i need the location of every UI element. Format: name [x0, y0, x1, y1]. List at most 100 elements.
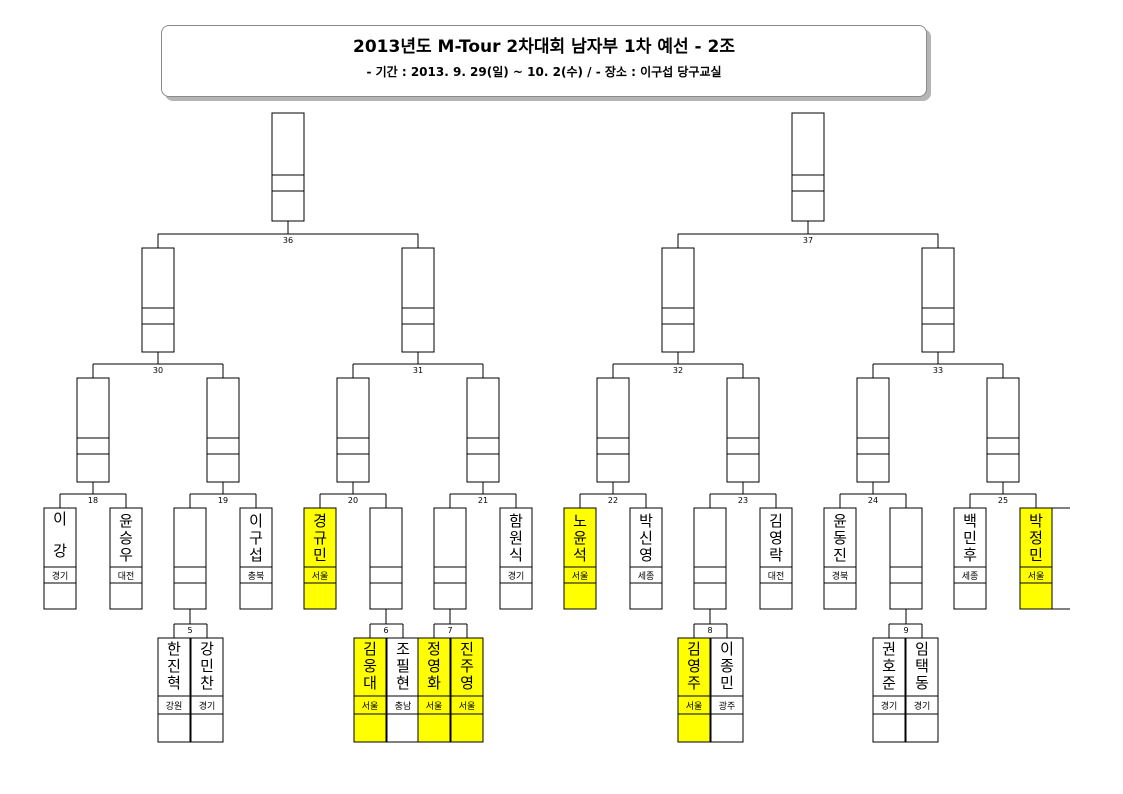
player-box — [433, 507, 467, 610]
player-region: 경기 — [199, 700, 216, 712]
player-region: 세종 — [962, 571, 979, 582]
player-box — [239, 507, 273, 610]
seed-box — [336, 377, 370, 483]
match-number: 25 — [998, 496, 1008, 505]
player-region: 세종 — [638, 571, 655, 582]
title-box: 2013년도 M-Tour 2차대회 남자부 1차 예선 - 2조 - 기간 :… — [161, 25, 927, 97]
prelim-player-box — [386, 637, 420, 743]
player-region: 서울 — [362, 701, 379, 712]
match-number: 18 — [88, 496, 98, 505]
player-region: 광주 — [719, 700, 736, 712]
player-box — [173, 507, 207, 610]
match-number: 33 — [933, 366, 943, 375]
player-region: 강원 — [166, 701, 183, 712]
match-number: 19 — [218, 496, 228, 505]
match-number: 21 — [478, 496, 488, 505]
match-number: 31 — [413, 366, 423, 375]
player-box — [889, 507, 923, 610]
prelim-player-box — [157, 637, 191, 743]
prelim-player-box — [450, 637, 484, 743]
match-number: 37 — [803, 236, 813, 245]
seed-box — [76, 377, 110, 483]
player-region: 경기 — [52, 570, 69, 582]
prelim-player-box — [190, 637, 224, 743]
player-region: 경기 — [881, 700, 898, 712]
match-number: 6 — [383, 626, 388, 635]
player-box — [43, 507, 77, 610]
page-title: 2013년도 M-Tour 2차대회 남자부 1차 예선 - 2조 — [353, 37, 735, 57]
player-box — [823, 507, 857, 610]
match-number: 24 — [868, 496, 878, 505]
player-region: 서울 — [426, 701, 443, 712]
player-region: 경기 — [508, 570, 525, 582]
player-box — [369, 507, 403, 610]
prelim-player-box — [905, 637, 939, 743]
player-box — [693, 507, 727, 610]
player-box — [953, 507, 987, 610]
match-number: 5 — [187, 626, 192, 635]
player-region: 서울 — [459, 701, 476, 712]
match-number: 36 — [283, 236, 293, 245]
player-box — [1019, 507, 1053, 610]
player-region: 경북 — [832, 570, 849, 582]
prelim-player-box — [677, 637, 711, 743]
player-region: 대전 — [118, 571, 135, 582]
match-number: 32 — [673, 366, 683, 375]
player-box — [629, 507, 663, 610]
prelim-player-box — [417, 637, 451, 743]
player-box — [303, 507, 337, 610]
player-region: 충남 — [395, 701, 412, 712]
player-box — [759, 507, 793, 610]
seed-box — [401, 247, 435, 353]
player-region: 서울 — [572, 571, 589, 582]
player-box — [563, 507, 597, 610]
seed-box — [206, 377, 240, 483]
match-number: 7 — [447, 626, 452, 635]
player-region: 충북 — [248, 571, 265, 582]
seed-box — [726, 377, 760, 483]
match-number: 8 — [707, 626, 712, 635]
seed-box — [661, 247, 695, 353]
seed-box — [596, 377, 630, 483]
player-box — [109, 507, 143, 610]
player-region: 경기 — [914, 700, 931, 712]
player-region: 서울 — [686, 701, 703, 712]
match-number: 23 — [738, 496, 748, 505]
seed-box — [986, 377, 1020, 483]
seed-box — [141, 247, 175, 353]
player-region: 대전 — [768, 571, 785, 582]
prelim-player-box — [710, 637, 744, 743]
match-number: 22 — [608, 496, 618, 505]
prelim-player-box — [353, 637, 387, 743]
seed-box — [791, 112, 825, 222]
match-number: 20 — [348, 496, 358, 505]
seed-box — [856, 377, 890, 483]
player-region: 서울 — [312, 571, 329, 582]
player-region: 서울 — [1028, 571, 1045, 582]
match-number: 30 — [153, 366, 163, 375]
match-number: 9 — [903, 626, 908, 635]
player-box — [499, 507, 533, 610]
seed-box — [921, 247, 955, 353]
